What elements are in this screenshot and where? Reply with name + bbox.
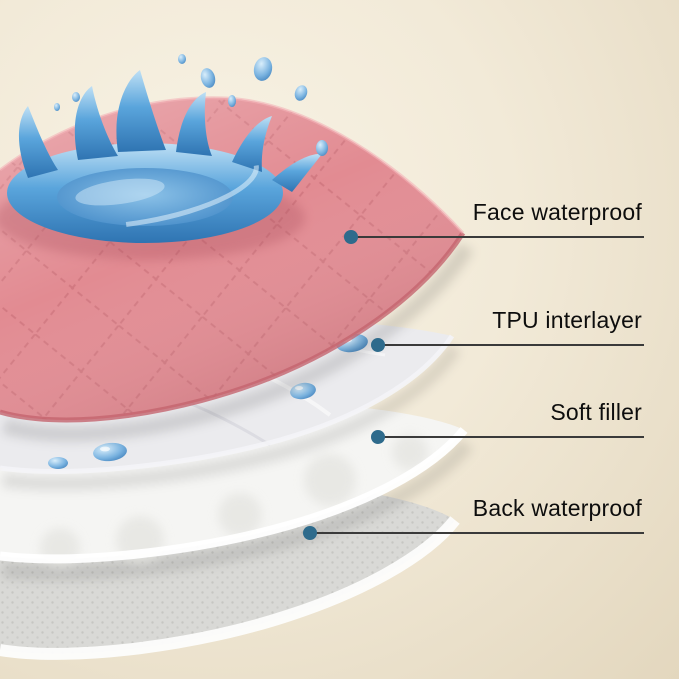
face-top-highlight bbox=[0, 96, 465, 235]
tpu-edge bbox=[0, 334, 455, 474]
callout-label-face: Face waterproof bbox=[472, 199, 642, 225]
marker-dot-face bbox=[344, 229, 358, 244]
filler-shadow bbox=[2, 438, 474, 581]
callout-soft-filler: Soft filler bbox=[371, 399, 644, 444]
back-layer-edge bbox=[0, 516, 460, 660]
marker-dot-tpu bbox=[371, 337, 385, 352]
filler-edge bbox=[0, 427, 468, 564]
callout-tpu-interlayer: TPU interlayer bbox=[371, 307, 644, 352]
pool-highlight bbox=[75, 178, 165, 206]
marker-dot-back bbox=[303, 525, 317, 540]
face-edge bbox=[0, 231, 466, 423]
marker-dot-soft bbox=[371, 429, 385, 444]
splash-droplets bbox=[54, 54, 328, 156]
callout-label-back: Back waterproof bbox=[472, 495, 642, 521]
splash-spikes bbox=[18, 70, 322, 192]
callout-label-tpu: TPU interlayer bbox=[492, 307, 642, 333]
face-shadow bbox=[1, 242, 474, 442]
callout-label-soft: Soft filler bbox=[550, 399, 642, 425]
callout-back-waterproof: Back waterproof bbox=[303, 495, 644, 540]
callout-face-waterproof: Face waterproof bbox=[344, 199, 644, 244]
crown-rim-highlight bbox=[21, 142, 259, 230]
tpu-shadow bbox=[2, 344, 461, 491]
water-splash bbox=[0, 54, 328, 260]
splash-crown-ring bbox=[7, 143, 283, 243]
